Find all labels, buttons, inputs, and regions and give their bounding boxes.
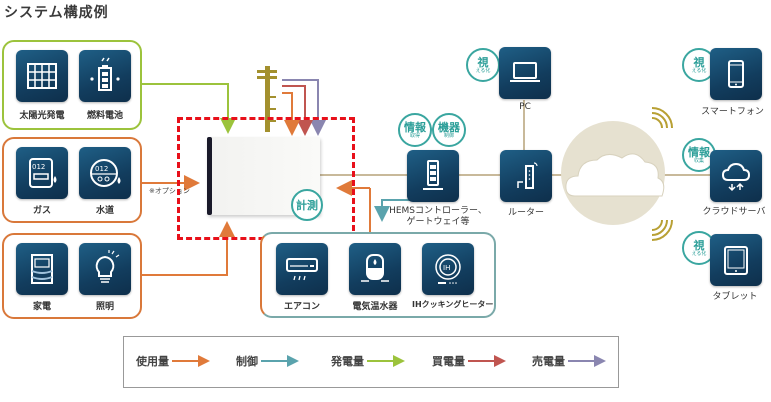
legend-buy-label: 買電量 bbox=[432, 355, 465, 368]
legend-sell-label: 売電量 bbox=[532, 355, 565, 368]
router-tile[interactable] bbox=[500, 150, 552, 202]
smartphone-badge-main: 視 bbox=[693, 55, 705, 69]
tablet-tile[interactable] bbox=[710, 234, 762, 286]
legend-item-buy: 買電量 bbox=[432, 353, 508, 369]
hems-info-badge-sub: 取得 bbox=[409, 132, 420, 139]
pc-tile[interactable] bbox=[499, 47, 551, 99]
light-label: 照明 bbox=[95, 302, 114, 312]
appliance-tile[interactable] bbox=[16, 243, 68, 295]
hems-info-badge-main: 情報 bbox=[404, 120, 426, 134]
ih-cooker-icon: IH bbox=[435, 254, 461, 284]
meter-badge: 計測 bbox=[291, 189, 323, 221]
appliance-label: 家電 bbox=[32, 302, 51, 312]
control-flow-line bbox=[374, 199, 410, 222]
cloud-server-label: クラウドサーバ bbox=[702, 207, 766, 217]
distribution-board-edge bbox=[207, 137, 212, 215]
smartphone-icon bbox=[728, 60, 744, 88]
legend-usage-label: 使用量 bbox=[136, 355, 169, 368]
home-flow-line bbox=[142, 221, 235, 276]
hems-control-badge: 機器 制御 bbox=[432, 113, 466, 147]
legend-item-control: 制御 bbox=[236, 353, 301, 369]
cloud-server-badge-main: 情報 bbox=[688, 145, 710, 159]
fuel-cell-battery-icon bbox=[90, 57, 120, 91]
option-note: ※オプション bbox=[149, 187, 190, 195]
water-heater-tile[interactable] bbox=[349, 243, 401, 295]
air-conditioner-icon bbox=[286, 258, 318, 281]
cloud-icon bbox=[565, 153, 665, 197]
cloud-server-badge-sub: 収集 bbox=[693, 157, 704, 164]
cloud-server-tile[interactable] bbox=[710, 150, 762, 202]
legend-control-arrow-icon bbox=[261, 355, 299, 367]
buy-flow-line bbox=[282, 85, 313, 136]
water-meter-icon: 012 bbox=[90, 159, 121, 187]
smartphone-badge-sub: える化 bbox=[691, 67, 707, 74]
highlight-box bbox=[177, 117, 355, 240]
water-heater-label: 電気温水器 bbox=[352, 302, 398, 312]
fuel-cell-label: 燃料電池 bbox=[86, 111, 123, 121]
router-icon bbox=[517, 162, 538, 189]
pc-visualize-badge: 視 える化 bbox=[466, 48, 500, 82]
gas-meter-tile[interactable]: 012 bbox=[16, 147, 68, 199]
legend-control-label: 制御 bbox=[236, 355, 258, 368]
pc-badge-sub: える化 bbox=[475, 67, 491, 74]
hems-control-badge-main: 機器 bbox=[438, 120, 460, 134]
tablet-label: タブレット bbox=[712, 292, 758, 302]
laptop-icon bbox=[510, 62, 540, 82]
page-title: システム構成例 bbox=[4, 5, 109, 21]
legend-item-usage: 使用量 bbox=[136, 353, 212, 369]
ih-cooker-tile[interactable]: IH bbox=[422, 243, 474, 295]
legend-item-generation: 発電量 bbox=[331, 353, 407, 369]
meter-badge-text: 計測 bbox=[296, 198, 318, 212]
legend-usage-arrow-icon bbox=[172, 355, 210, 367]
water-label: 水道 bbox=[95, 206, 114, 216]
generation-flow-line bbox=[142, 83, 236, 134]
light-bulb-icon bbox=[95, 250, 120, 283]
cloud-server-icon bbox=[721, 162, 751, 192]
legend-buy-arrow-icon bbox=[468, 355, 506, 367]
svg-text:012: 012 bbox=[95, 165, 108, 173]
ih-cooker-label: IHクッキングヒーター bbox=[412, 300, 494, 309]
legend-generation-arrow-icon bbox=[367, 355, 405, 367]
air-conditioner-label: エアコン bbox=[283, 302, 320, 312]
water-meter-tile[interactable]: 012 bbox=[79, 147, 131, 199]
solar-label: 太陽光発電 bbox=[19, 111, 65, 121]
svg-text:IH: IH bbox=[443, 264, 450, 272]
tablet-badge-main: 視 bbox=[693, 238, 705, 252]
gas-meter-icon: 012 bbox=[29, 158, 57, 188]
legend-item-sell: 売電量 bbox=[532, 353, 608, 369]
pc-badge-main: 視 bbox=[477, 55, 489, 69]
hems-info-badge: 情報 取得 bbox=[398, 113, 432, 147]
pc-label: PC bbox=[519, 102, 531, 112]
hems-label-line2: ゲートウェイ等 bbox=[406, 217, 470, 227]
tablet-icon bbox=[724, 246, 748, 275]
hems-control-badge-sub: 制御 bbox=[443, 132, 454, 139]
appliance-icon bbox=[31, 254, 53, 284]
hems-controller-icon bbox=[423, 160, 443, 190]
tablet-badge-sub: える化 bbox=[691, 250, 707, 257]
sell-flow-line bbox=[282, 79, 326, 136]
smartphone-label: スマートフォン bbox=[701, 107, 764, 117]
fuel-cell-tile[interactable] bbox=[79, 50, 131, 102]
legend: 使用量 制御 発電量 買電量 売電量 bbox=[123, 336, 619, 388]
svg-text:012: 012 bbox=[32, 163, 45, 171]
legend-sell-arrow-icon bbox=[568, 355, 606, 367]
solar-panel-icon bbox=[27, 63, 57, 89]
air-conditioner-tile[interactable] bbox=[276, 243, 328, 295]
light-tile[interactable] bbox=[79, 243, 131, 295]
router-label: ルーター bbox=[507, 208, 544, 218]
hems-label-line1: HEMSコントローラー、 bbox=[389, 206, 487, 216]
water-heater-icon bbox=[361, 254, 389, 282]
wireless-signal-icon bbox=[651, 107, 673, 241]
legend-generation-label: 発電量 bbox=[331, 355, 364, 368]
hems-controller-tile[interactable] bbox=[407, 150, 459, 202]
gas-label: ガス bbox=[32, 206, 51, 216]
solar-panel-tile[interactable] bbox=[16, 50, 68, 102]
smartphone-tile[interactable] bbox=[710, 48, 762, 100]
